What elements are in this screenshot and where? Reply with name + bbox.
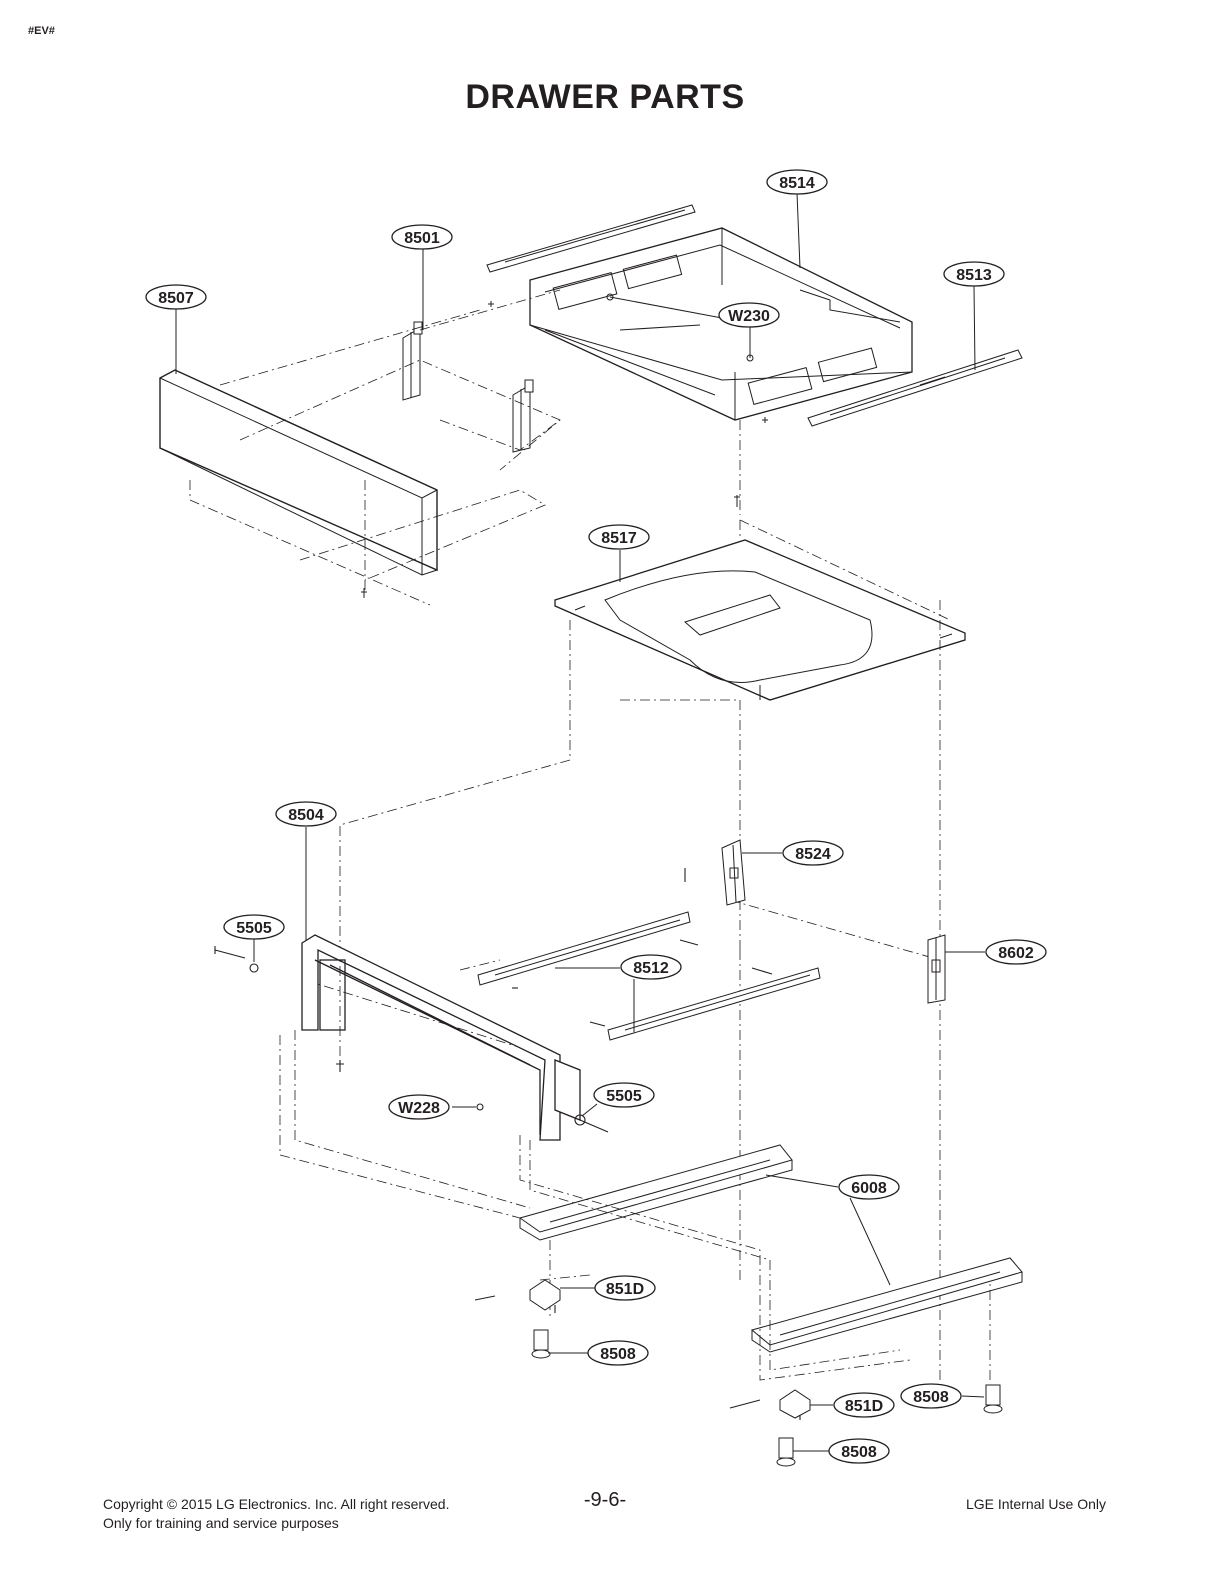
- footer-copyright: Copyright © 2015 LG Electronics. Inc. Al…: [103, 1495, 449, 1533]
- svg-text:8517: 8517: [601, 530, 637, 547]
- document-tag: #EV#: [28, 25, 55, 37]
- svg-text:851D: 851D: [845, 1398, 883, 1415]
- drawer-front-panel-part: [159, 369, 438, 576]
- purpose-line: Only for training and service purposes: [103, 1515, 339, 1531]
- screws-lower: [214, 868, 801, 1420]
- leveling-leg-left: [531, 1329, 551, 1359]
- callout-8514: 8514: [766, 169, 828, 195]
- alignment-lines-lower: [279, 1030, 911, 1381]
- svg-text:5505: 5505: [236, 920, 272, 937]
- footer-internal-use: LGE Internal Use Only: [965, 1496, 1106, 1512]
- callout-W230: W230: [718, 302, 780, 328]
- callout-8501: 8501: [391, 224, 453, 250]
- svg-text:8512: 8512: [633, 960, 669, 977]
- inner-slide-rail-right: [607, 967, 821, 1041]
- svg-text:8504: 8504: [288, 807, 324, 824]
- callout-5505-upper: 5505: [223, 914, 285, 940]
- callout-8512: 8512: [620, 954, 682, 980]
- callout-5505-lower: 5505: [593, 1082, 655, 1108]
- callout-8508-bottom: 8508: [828, 1438, 890, 1464]
- outer-slide-rail-right: [750, 1257, 1023, 1353]
- leveler-bracket-right: [779, 1389, 811, 1419]
- callout-6008: 6008: [838, 1174, 900, 1200]
- callout-8508-right: 8508: [900, 1383, 962, 1409]
- alignment-lines-top: [189, 289, 951, 621]
- svg-text:8508: 8508: [913, 1389, 949, 1406]
- svg-text:8501: 8501: [404, 230, 440, 247]
- svg-text:8507: 8507: [158, 290, 194, 307]
- callout-8513: 8513: [943, 261, 1005, 287]
- rear-bracket-8524: [721, 839, 746, 906]
- rear-bracket-8602: [927, 934, 946, 1004]
- front-bracket-right: [512, 379, 534, 453]
- callout-8517: 8517: [588, 524, 650, 550]
- callout-8602: 8602: [985, 939, 1047, 965]
- svg-text:8524: 8524: [795, 846, 831, 863]
- page-number: -9-6-: [583, 1489, 627, 1511]
- drawer-slide-rail-8513: [807, 349, 1023, 427]
- svg-text:8508: 8508: [841, 1444, 877, 1461]
- svg-text:8602: 8602: [998, 945, 1034, 962]
- svg-text:5505: 5505: [606, 1088, 642, 1105]
- callout-8507: 8507: [145, 284, 207, 310]
- front-bracket-left: [402, 321, 423, 401]
- callout-8508-left: 8508: [587, 1340, 649, 1366]
- inner-slide-rail-left: [477, 911, 691, 986]
- callout-8524: 8524: [782, 840, 844, 866]
- svg-text:6008: 6008: [851, 1180, 887, 1197]
- svg-text:851D: 851D: [606, 1281, 644, 1298]
- drawer-side-rail-upper: [486, 204, 696, 273]
- callout-851D-left: 851D: [594, 1275, 656, 1301]
- drawer-box-part: [529, 227, 913, 421]
- drawer-frame-part: [301, 934, 581, 1141]
- callout-W228: W228: [388, 1094, 450, 1120]
- svg-text:8513: 8513: [956, 267, 992, 284]
- page-title: DRAWER PARTS: [465, 78, 745, 116]
- callout-8504: 8504: [275, 801, 337, 827]
- alignment-lines-middle: [304, 520, 991, 1380]
- leveler-bracket-left: [529, 1279, 561, 1311]
- leveling-leg-bottom: [776, 1437, 796, 1467]
- screws-top: [361, 301, 768, 598]
- svg-text:W230: W230: [728, 308, 770, 325]
- leader-lines: [175, 192, 985, 1452]
- svg-text:8508: 8508: [600, 1346, 636, 1363]
- outer-slide-rail-left: [518, 1144, 793, 1241]
- svg-text:W228: W228: [398, 1100, 440, 1117]
- base-plate-part: [554, 539, 966, 701]
- callout-851D-right: 851D: [833, 1392, 895, 1418]
- leveling-leg-right: [983, 1384, 1003, 1414]
- copyright-line: Copyright © 2015 LG Electronics. Inc. Al…: [103, 1496, 450, 1512]
- svg-text:8514: 8514: [779, 175, 815, 192]
